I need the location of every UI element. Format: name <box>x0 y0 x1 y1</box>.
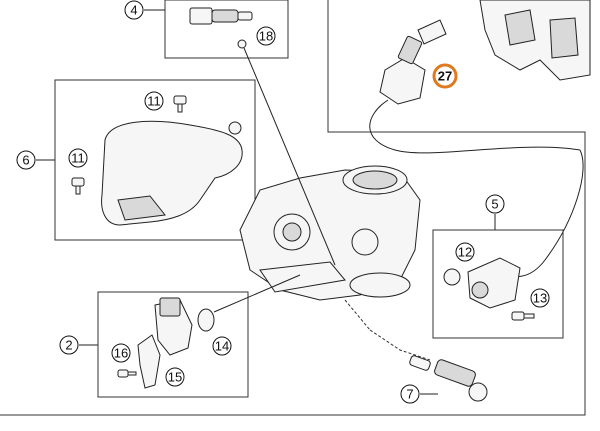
callout-18: 18 <box>256 26 276 46</box>
screw-13-part <box>511 311 535 321</box>
callout-12: 12 <box>455 242 475 262</box>
callout-11-left: 11 <box>68 148 88 168</box>
bracket-15-part <box>137 334 161 389</box>
svg-text:11: 11 <box>71 151 85 166</box>
svg-text:5: 5 <box>491 197 498 212</box>
callout-16: 16 <box>111 343 131 363</box>
svg-text:12: 12 <box>458 245 472 260</box>
o-ring-14-part <box>197 308 215 332</box>
group-box-4 <box>164 0 289 59</box>
svg-text:4: 4 <box>130 3 137 18</box>
group-box-5 <box>432 229 564 339</box>
svg-text:11: 11 <box>147 94 161 109</box>
o-ring-12-part <box>443 268 461 286</box>
position-sensor-5-part <box>467 257 521 309</box>
sensor-cable-lower <box>504 149 584 278</box>
screw-11-top-part <box>173 95 187 113</box>
throttle-body-part <box>239 165 421 301</box>
screw-11-left-part <box>71 177 85 195</box>
callout-5: 5 <box>485 194 505 230</box>
assembly-boundary <box>0 0 586 416</box>
mounting-bracket-part <box>479 0 591 81</box>
screw-16-part <box>117 369 137 378</box>
leader-14 <box>213 274 301 313</box>
callout-14: 14 <box>212 336 232 356</box>
leader-7-upper <box>344 299 371 331</box>
svg-text:14: 14 <box>215 339 229 354</box>
callout-13: 13 <box>530 288 550 308</box>
callout-7: 7 <box>400 384 438 404</box>
svg-text:13: 13 <box>533 291 547 306</box>
callout-11-top: 11 <box>144 91 164 111</box>
callout-4: 4 <box>124 0 165 20</box>
svg-text:6: 6 <box>22 153 29 168</box>
leader-18 <box>243 47 336 266</box>
callout-27: 27 <box>432 63 458 89</box>
fuel-injector-part <box>189 7 253 25</box>
svg-text:15: 15 <box>168 370 182 385</box>
svg-text:16: 16 <box>114 346 128 361</box>
leader-7 <box>369 329 431 361</box>
highlight-ring <box>432 63 458 89</box>
callout-6: 6 <box>16 150 55 170</box>
sensor-27-part <box>379 19 447 105</box>
svg-text:2: 2 <box>65 338 72 353</box>
sensor-cable <box>369 99 581 154</box>
svg-text:27: 27 <box>438 69 452 84</box>
callout-2: 2 <box>59 335 98 355</box>
callout-15: 15 <box>165 367 185 387</box>
svg-text:18: 18 <box>259 29 273 44</box>
svg-text:7: 7 <box>406 387 413 402</box>
tps-sensor-2-part <box>154 297 193 356</box>
o-ring-18-part <box>237 39 247 49</box>
throttle-cover-part <box>101 120 243 226</box>
idle-valve-7-part <box>409 355 488 402</box>
